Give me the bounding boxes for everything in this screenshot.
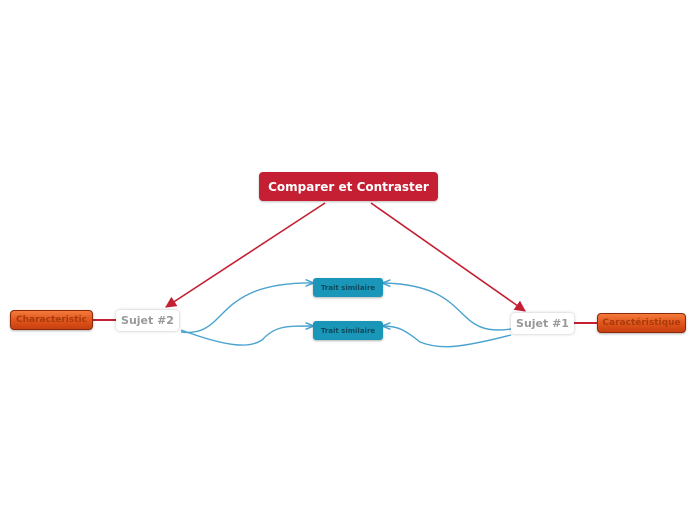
connector-subject-1-to-trait-1	[383, 283, 512, 331]
central-topic-node[interactable]: Comparer et Contraster	[259, 172, 438, 201]
similar-trait-node-1[interactable]: Trait similaire	[313, 278, 383, 297]
connector-central-to-subject-1	[370, 202, 526, 312]
characteristic-label: Characteristic	[16, 315, 87, 325]
connector-subject-2-to-trait-1	[180, 283, 313, 334]
subject-label: Sujet #1	[516, 317, 569, 330]
connector-central-to-subject-2	[165, 202, 326, 308]
similar-trait-label: Trait similaire	[320, 326, 376, 335]
connector-subject-1-to-trait-2	[383, 326, 512, 348]
characteristic-node-right[interactable]: Caractéristique	[597, 313, 686, 333]
subject-node-2[interactable]: Sujet #2	[116, 310, 179, 331]
characteristic-label: Caractéristique	[602, 318, 681, 328]
similar-trait-node-2[interactable]: Trait similaire	[313, 321, 383, 340]
connector-subject-2-to-trait-2	[180, 326, 313, 346]
subject-label: Sujet #2	[121, 314, 174, 327]
central-topic-label: Comparer et Contraster	[268, 179, 429, 194]
similar-trait-label: Trait similaire	[320, 283, 376, 292]
characteristic-node-left[interactable]: Characteristic	[10, 310, 93, 330]
subject-node-1[interactable]: Sujet #1	[511, 313, 574, 334]
